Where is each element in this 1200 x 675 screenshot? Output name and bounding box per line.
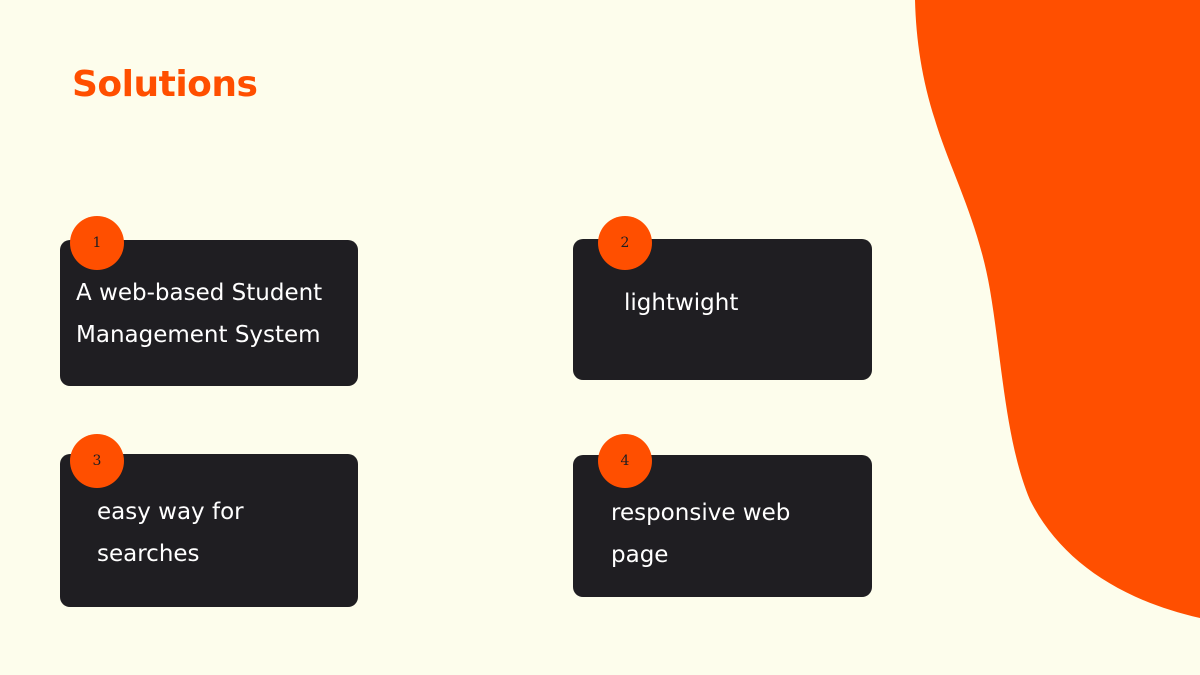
slide-title: Solutions [72, 64, 258, 105]
solution-card-2: lightwight [573, 239, 872, 380]
solution-card-3-line-2: searches [97, 541, 200, 567]
solution-card-1: A web-based Student Management System [60, 240, 358, 386]
solution-card-2-text: lightwight [624, 282, 738, 324]
solution-card-1-text: A web-based Student Management System [76, 272, 322, 356]
solution-card-4: responsive web page [573, 455, 872, 597]
solution-card-3-text: easy way for searches [97, 491, 337, 575]
number-badge-2: 2 [598, 216, 652, 270]
number-badge-1: 1 [70, 216, 124, 270]
solution-card-1-line-1: A web-based Student [76, 280, 323, 306]
number-badge-4: 4 [598, 434, 652, 488]
solution-card-4-line-1: responsive web [611, 500, 791, 526]
solution-card-4-text: responsive web page [611, 492, 851, 576]
number-badge-3: 3 [70, 434, 124, 488]
solution-card-3-line-1: easy way for [97, 499, 244, 525]
solution-card-2-line-1: lightwight [624, 290, 739, 316]
solution-card-1-line-2: Management System [76, 322, 321, 348]
solution-card-4-line-2: page [611, 542, 669, 568]
